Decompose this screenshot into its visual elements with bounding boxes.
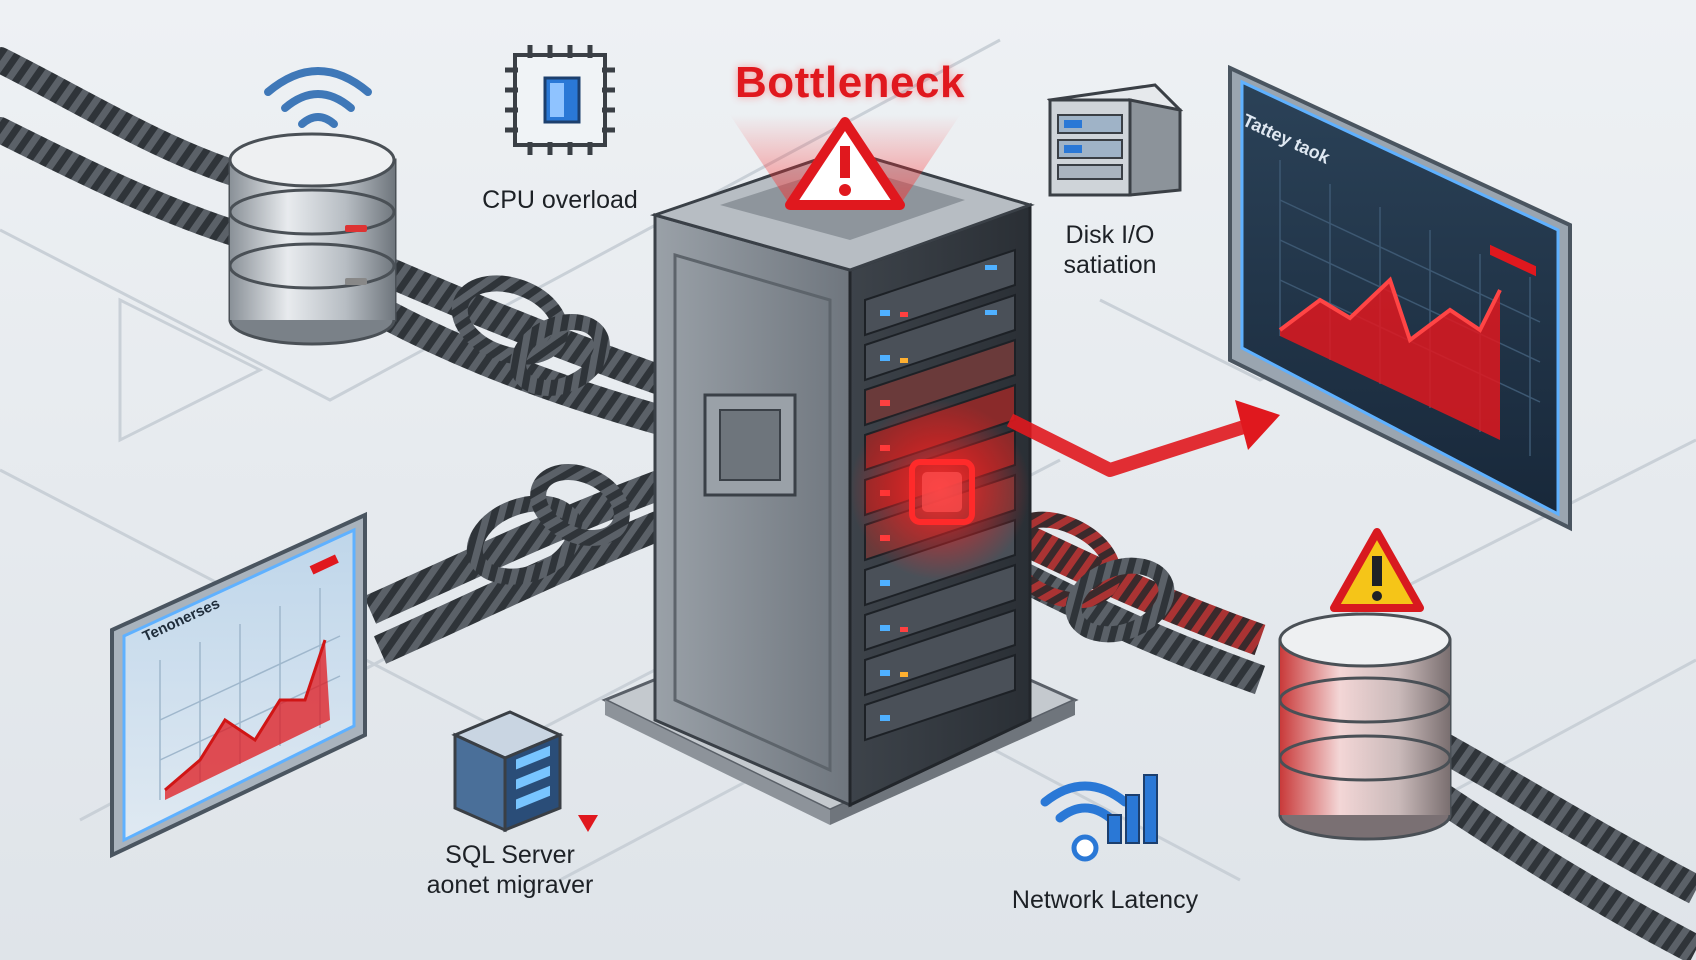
bottleneck-title: Bottleneck xyxy=(735,58,965,107)
sql-server-label: SQL Server aonet migraver xyxy=(400,840,620,900)
trend-arrow-icon xyxy=(1006,400,1280,477)
database-top-left xyxy=(228,132,397,346)
network-latency-label: Network Latency xyxy=(1011,886,1199,914)
warning-icon xyxy=(785,117,905,210)
disk-io-label-line1: Disk I/O xyxy=(1065,221,1155,249)
network-signal-icon xyxy=(1040,774,1158,862)
sql-server-icon xyxy=(451,710,598,833)
sql-server-label-line2: aonet migraver xyxy=(426,871,594,899)
chart-monitor-left xyxy=(110,511,367,859)
warning-icon-right xyxy=(1330,528,1424,612)
cpu-chip-icon xyxy=(505,45,615,155)
server-tower xyxy=(601,115,1079,825)
server-box-icon xyxy=(1046,83,1184,197)
disk-io-label-line2: satiation xyxy=(1063,251,1157,279)
cpu-overload-label: CPU overload xyxy=(482,186,638,214)
wifi-icon xyxy=(264,67,372,128)
disk-io-label: Disk I/O satiation xyxy=(1045,220,1175,280)
sql-server-label-line1: SQL Server xyxy=(445,841,575,869)
database-bottom-right xyxy=(1278,612,1452,841)
chart-monitor-right xyxy=(1228,64,1572,532)
